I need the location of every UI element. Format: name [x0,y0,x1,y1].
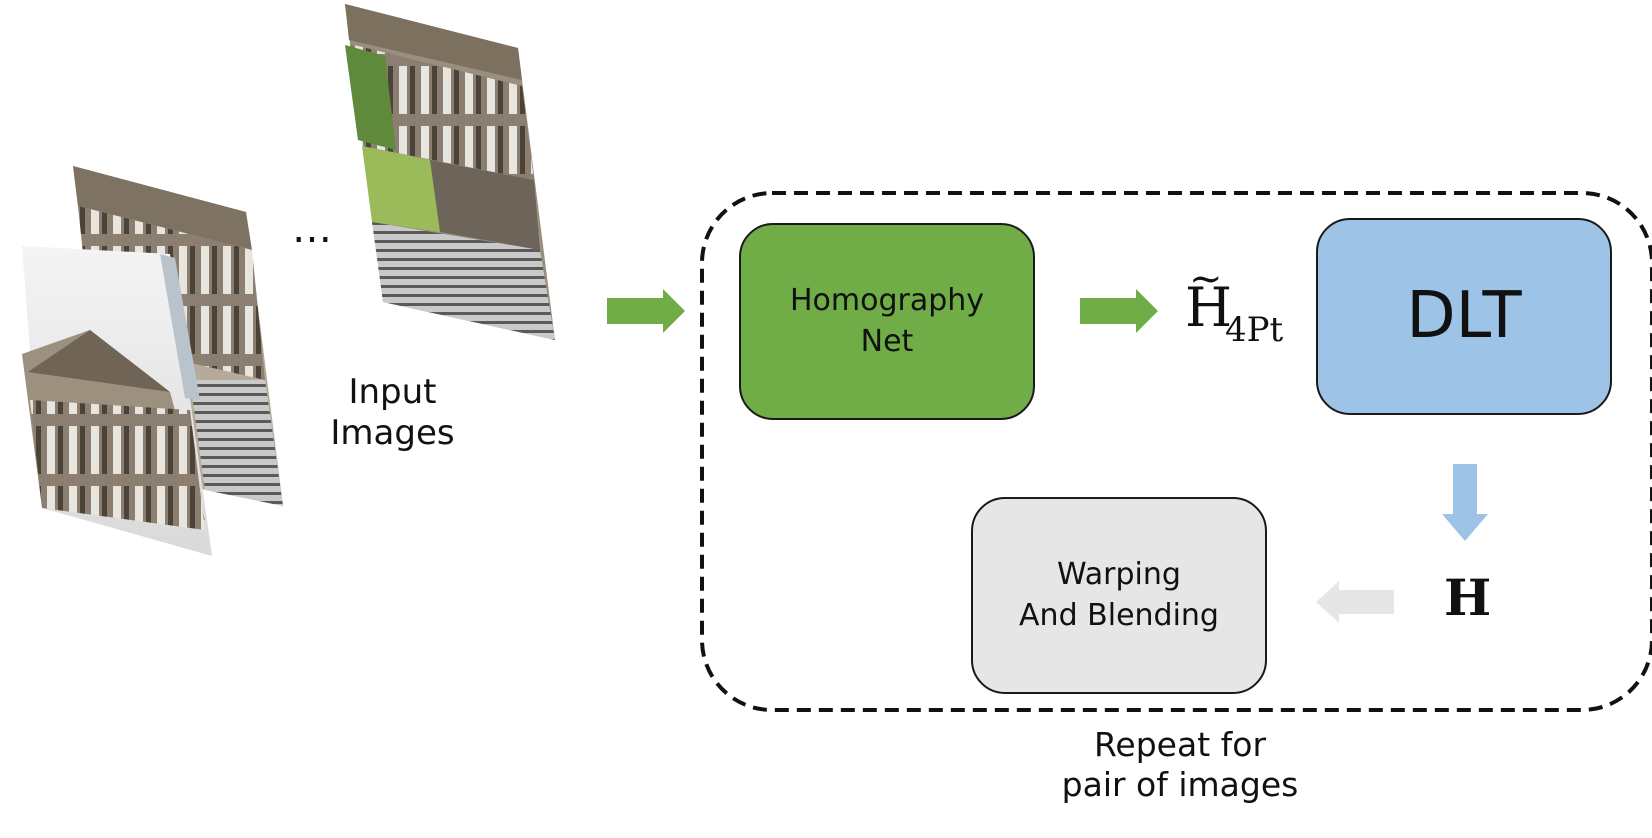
ellipsis-text: … [292,206,332,252]
h4pt-symbol: ~ H 4Pt [1185,256,1305,352]
h4pt-base: H [1185,276,1233,339]
arrow-h-to-warping [1316,581,1394,623]
h-output-symbol: H [1444,568,1492,627]
warping-blending-label: Warping And Blending [1019,557,1219,633]
warping-blending-box: Warping And Blending [971,497,1267,694]
repeat-label: Repeat for pair of images [1061,725,1299,804]
arrow-input-to-net [607,289,685,333]
input-photo-3 [345,4,555,340]
h4pt-subscript: 4Pt [1225,310,1284,350]
homography-net-label: Homography Net [789,283,985,359]
arrow-net-to-h4pt [1080,289,1158,333]
dlt-box: DLT [1316,218,1612,415]
input-images-label: Input Images [330,372,455,453]
input-photo-1 [22,246,212,556]
arrow-dlt-to-h [1442,464,1488,541]
h4pt-tilde: ~ [1189,256,1223,302]
dlt-label: DLT [1406,279,1522,354]
homography-net-box: Homography Net [739,223,1035,420]
repeat-region-border [700,191,1652,712]
